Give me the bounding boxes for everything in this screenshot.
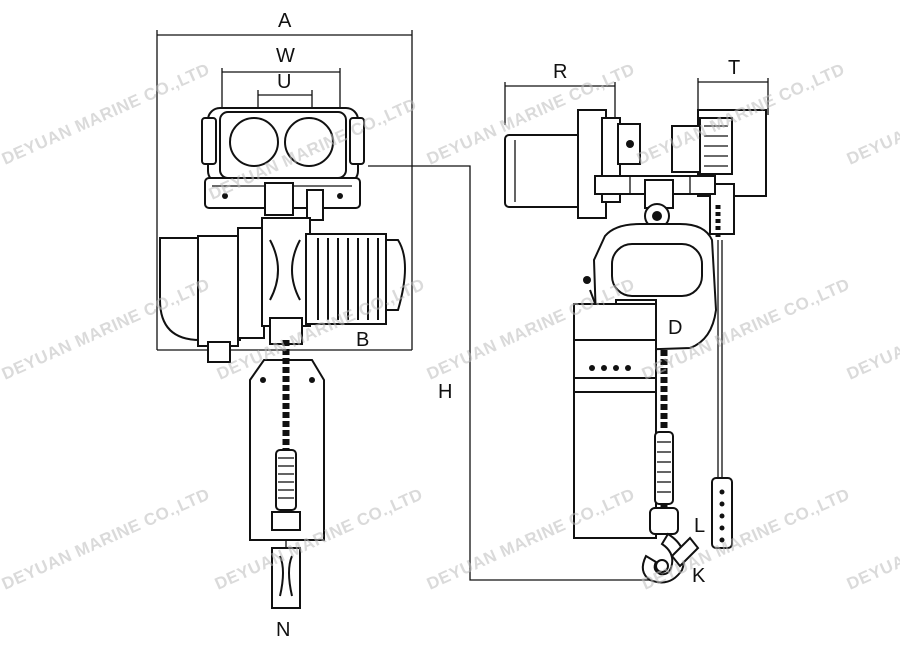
label-h: H	[438, 381, 452, 403]
hook-front	[271, 540, 301, 609]
pendant-control	[711, 240, 733, 549]
watermark-text: DEYUAN MARINE CO.,LTD	[0, 60, 213, 169]
watermark-text: DEYUAN MARINE CO.,LTD	[844, 485, 900, 594]
watermark-text: DEYUAN MARINE CO.,LTD	[424, 485, 638, 594]
chain-side	[654, 350, 674, 510]
label-d: D	[668, 317, 682, 339]
watermark-text: DEYUAN MARINE CO.,LTD	[0, 485, 213, 594]
chain-front	[271, 340, 301, 531]
dimension-t: T	[697, 57, 769, 115]
watermark-text: DEYUAN MARINE CO.,LTD	[844, 275, 900, 384]
watermark-text: DEYUAN MARINE CO.,LTD	[844, 60, 900, 169]
trolley-axle	[594, 175, 716, 209]
side-view: R T	[504, 57, 769, 587]
label-t: T	[728, 57, 740, 79]
motor-fins	[317, 238, 379, 320]
chain-bag-side	[573, 303, 657, 539]
dimension-a: A	[156, 10, 413, 351]
hoist-body-front	[159, 217, 406, 363]
dimension-w: W	[221, 45, 341, 110]
label-n: N	[276, 619, 290, 641]
travel-motor-side	[504, 109, 641, 219]
hook-side	[641, 507, 700, 584]
label-k: K	[692, 565, 706, 587]
trolley-front	[201, 107, 365, 221]
label-r: R	[553, 61, 567, 83]
label-u: U	[277, 71, 291, 93]
label-l: L	[694, 515, 705, 537]
label-a: A	[278, 10, 292, 32]
label-w: W	[276, 45, 295, 67]
front-view: A W U	[156, 10, 413, 641]
label-b: B	[356, 329, 369, 351]
dimension-h: H	[368, 165, 660, 581]
